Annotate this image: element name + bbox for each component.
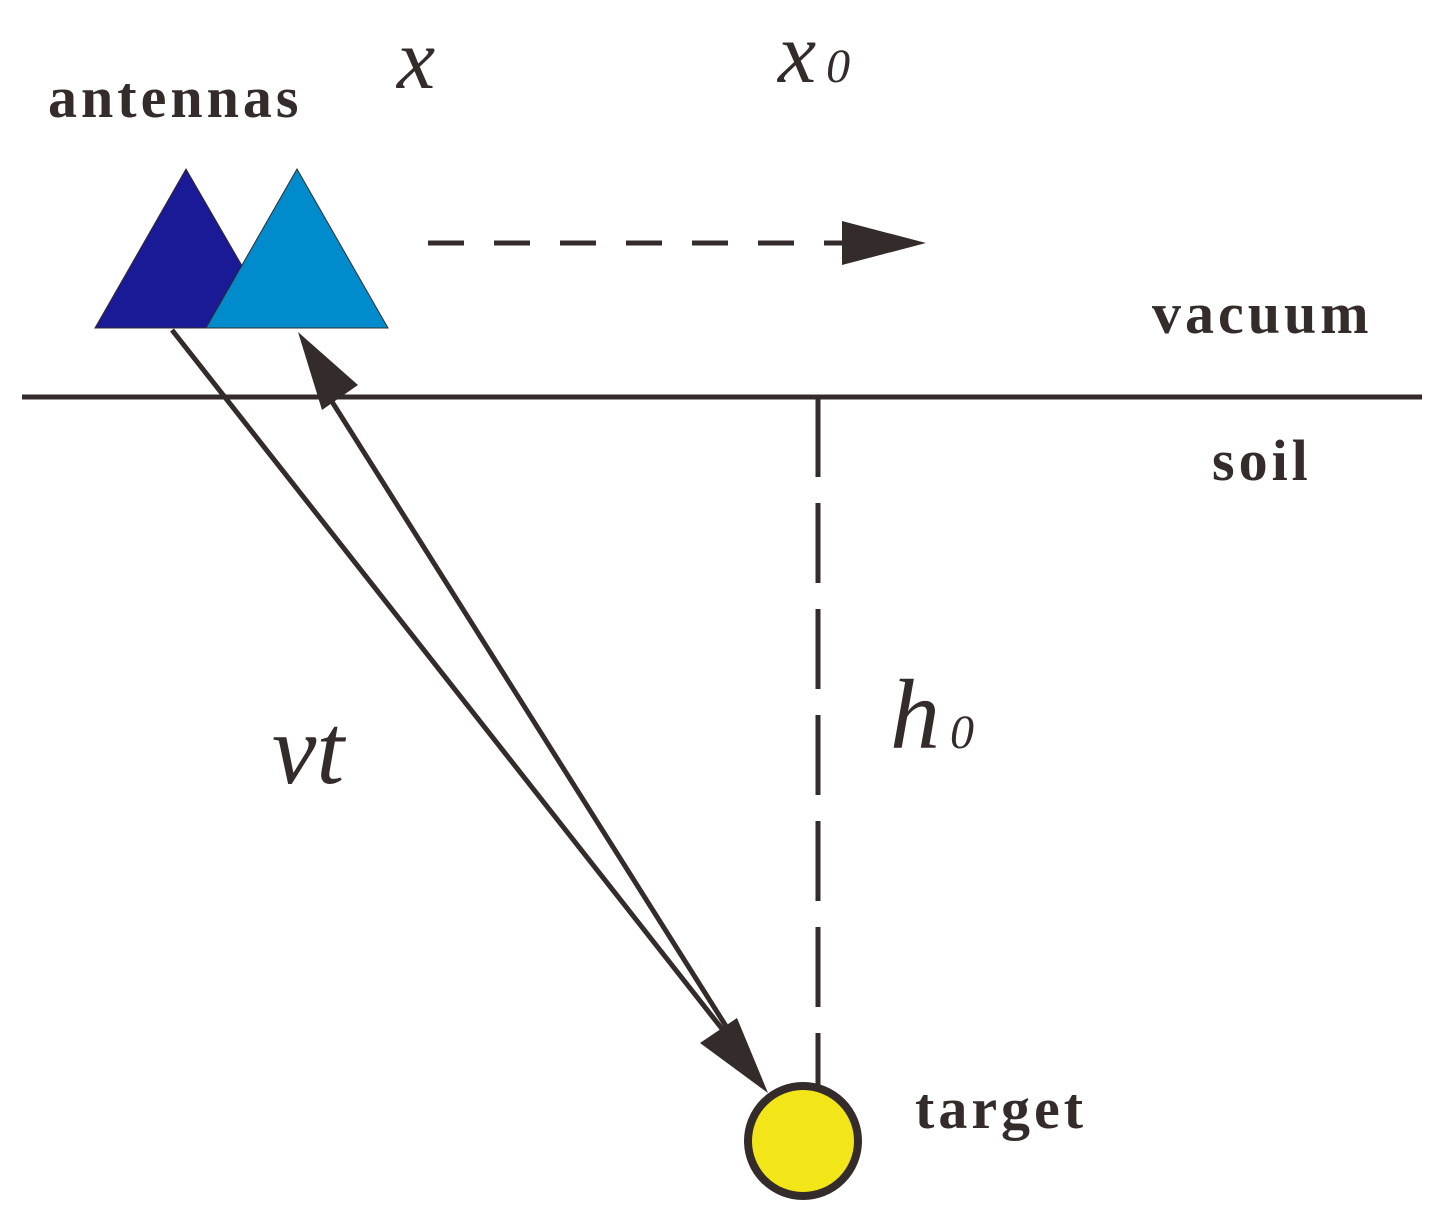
ray-incident-arrowhead-icon	[700, 1018, 768, 1093]
ray-incident-line	[170, 328, 747, 1060]
movement-arrowhead-icon	[842, 221, 926, 265]
ray-reflected-line	[309, 368, 763, 1082]
h0-label: h 0	[890, 659, 974, 770]
target-label: target	[915, 1076, 1087, 1141]
x0-label: x 0	[776, 5, 850, 101]
x0-main: x	[776, 5, 816, 101]
target-icon	[744, 1082, 862, 1200]
antenna-receive-icon	[205, 167, 389, 329]
vt-label: vt	[272, 694, 346, 805]
h0-subscript: 0	[950, 706, 974, 759]
antennas-label: antennas	[48, 65, 302, 130]
h0-main: h	[890, 659, 940, 770]
soil-label: soil	[1212, 428, 1312, 493]
vacuum-label: vacuum	[1152, 281, 1373, 346]
x0-subscript: 0	[826, 40, 850, 93]
x-label: x	[395, 11, 435, 107]
ray-reflected-arrowhead-icon	[298, 332, 358, 410]
